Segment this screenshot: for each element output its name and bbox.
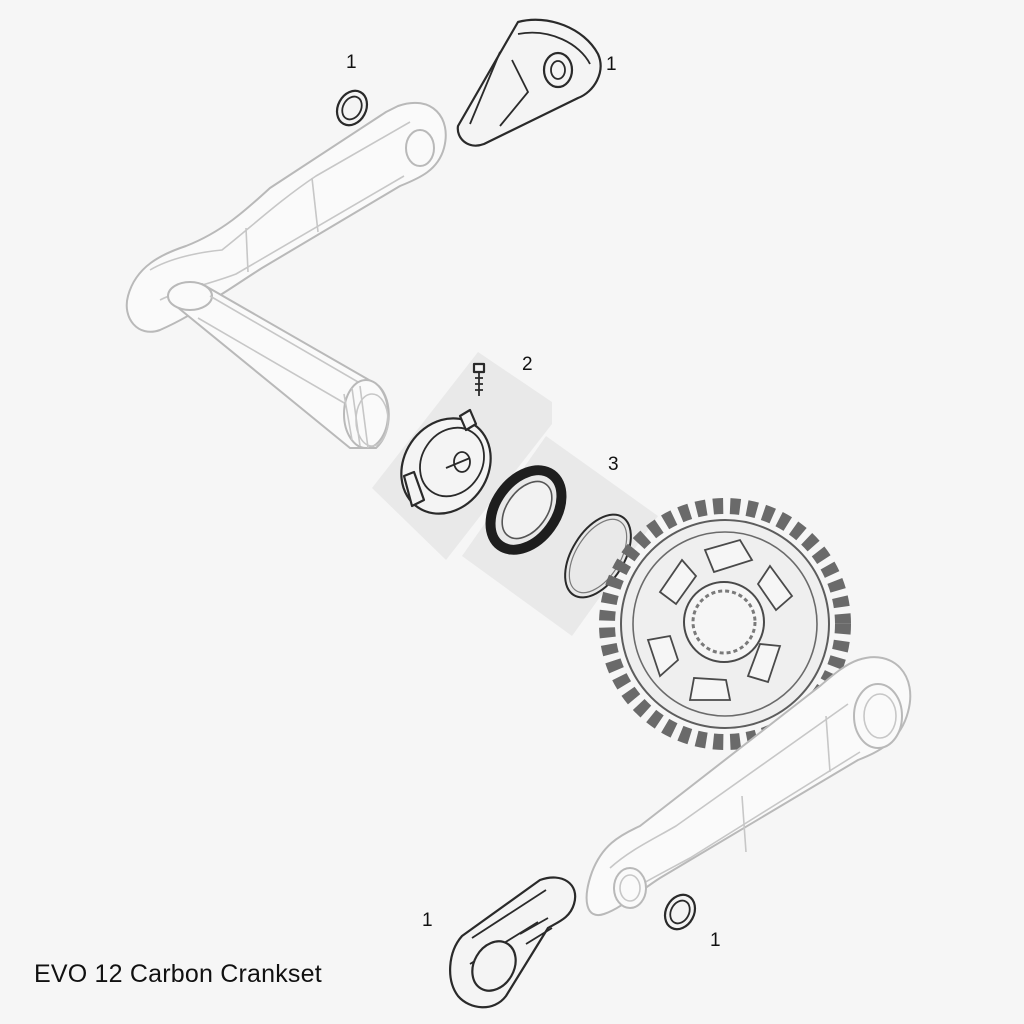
right-arm-washer (663, 893, 697, 931)
callout-left-arm-cap: 1 (606, 54, 617, 75)
callout-spacer-ring: 3 (608, 454, 619, 475)
chainring (599, 498, 851, 750)
callout-right-arm-cap: 1 (422, 910, 433, 931)
spider-lockring (400, 362, 492, 515)
spacer-ring (485, 465, 632, 599)
left-arm-washer (335, 89, 369, 127)
callout-left-arm-washer: 1 (346, 52, 357, 73)
left-crank-arm (125, 101, 447, 449)
callout-right-arm-washer: 1 (710, 930, 721, 951)
diagram-caption: EVO 12 Carbon Crankset (34, 960, 322, 988)
right-arm-cap (449, 876, 577, 1009)
right-crank-arm (585, 656, 912, 917)
left-arm-cap (456, 18, 602, 147)
callout-spider-lockring: 2 (522, 354, 533, 375)
callout-labels: 1 1 2 3 1 1 (346, 52, 721, 951)
